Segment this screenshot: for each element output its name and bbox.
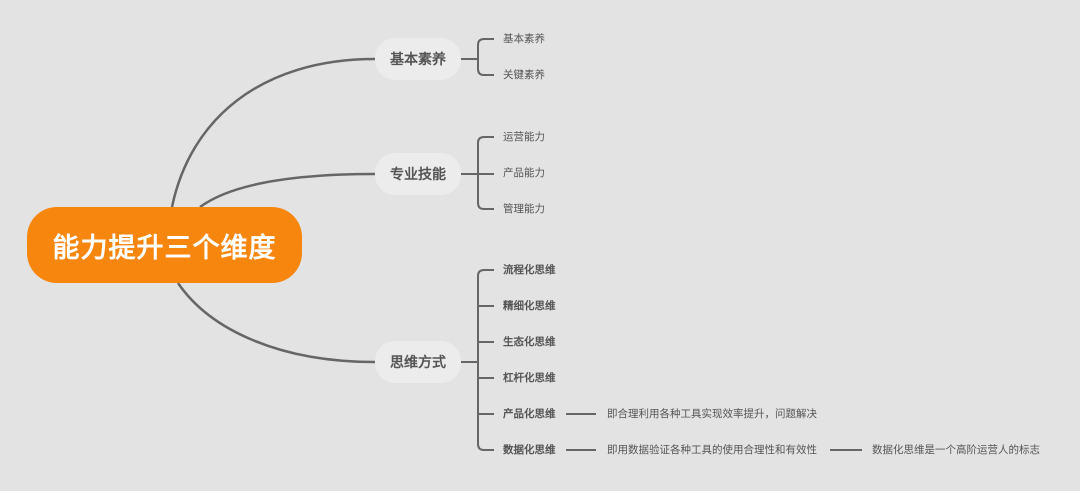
leaf-node[interactable]: 精细化思维: [503, 300, 556, 312]
branch-node-thinking-mode[interactable]: 思维方式: [375, 341, 461, 383]
leaf-node[interactable]: 数据化思维: [503, 444, 556, 456]
leaf-node[interactable]: 关键素养: [503, 69, 545, 81]
leaf-node[interactable]: 基本素养: [503, 33, 545, 45]
leaf-node[interactable]: 产品化思维: [503, 408, 556, 420]
root-node[interactable]: 能力提升三个维度: [27, 207, 302, 283]
branch-node-basic-literacy[interactable]: 基本素养: [375, 38, 461, 80]
leaf-node[interactable]: 生态化思维: [503, 336, 556, 348]
leaf-node[interactable]: 产品能力: [503, 167, 545, 179]
leaf-node[interactable]: 运营能力: [503, 131, 545, 143]
note-product-thinking[interactable]: 即合理利用各种工具实现效率提升，问题解决: [607, 408, 817, 420]
leaf-node[interactable]: 流程化思维: [503, 264, 556, 276]
leaf-node[interactable]: 杠杆化思维: [503, 372, 556, 384]
branch-node-professional-skills[interactable]: 专业技能: [375, 153, 461, 195]
note-data-thinking-2[interactable]: 数据化思维是一个高阶运营人的标志: [872, 444, 1040, 456]
note-data-thinking[interactable]: 即用数据验证各种工具的使用合理性和有效性: [607, 444, 817, 456]
leaf-node[interactable]: 管理能力: [503, 203, 545, 215]
